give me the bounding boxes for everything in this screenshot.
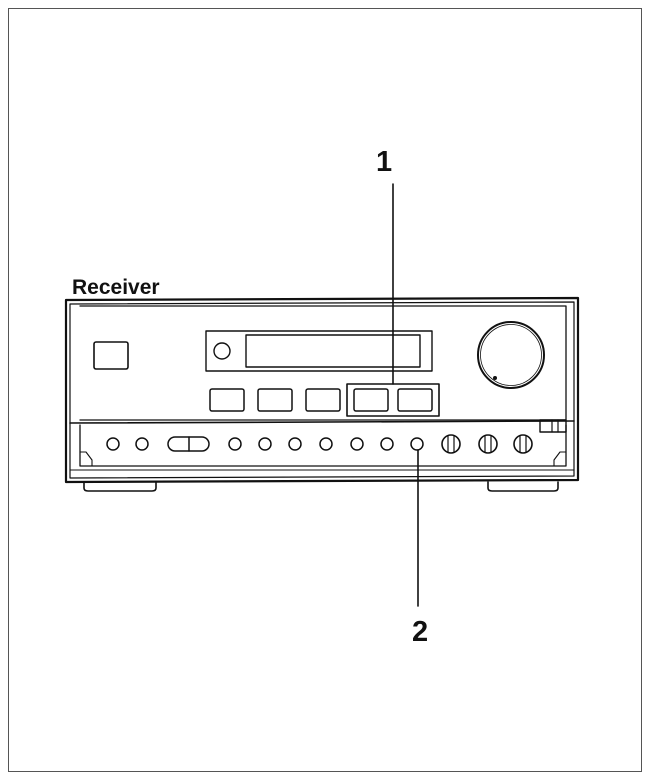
- panel-button-a: [209, 388, 245, 412]
- callout-number-1: 1: [376, 146, 393, 178]
- small-button-1: [106, 437, 120, 451]
- rotary-control-2: [478, 434, 498, 454]
- small-button-2: [135, 437, 149, 451]
- right-hinge: [553, 451, 567, 467]
- display-screen: [245, 334, 421, 368]
- small-button-3: [228, 437, 242, 451]
- right-foot: [487, 481, 559, 492]
- rotary-control-1: [441, 434, 461, 454]
- figure-frame: [8, 8, 642, 772]
- small-button-4: [258, 437, 272, 451]
- left-hinge: [79, 451, 93, 467]
- small-button-7: [350, 437, 364, 451]
- display-panel: [205, 330, 433, 372]
- panel-button-b: [257, 388, 293, 412]
- small-button-6: [319, 437, 333, 451]
- small-button-8: [380, 437, 394, 451]
- panel-button-c: [305, 388, 341, 412]
- receiver-chassis: [64, 296, 580, 484]
- small-button-5: [288, 437, 302, 451]
- left-foot: [83, 481, 157, 492]
- power-button: [93, 341, 129, 370]
- rotary-control-3: [513, 434, 533, 454]
- panel-latch: [539, 419, 567, 433]
- selector-switch: [167, 436, 210, 452]
- volume-knob-indicator-icon: [493, 376, 497, 380]
- display-sensor-icon: [213, 342, 231, 360]
- panel-button-e: [397, 388, 433, 412]
- volume-knob: [477, 321, 545, 389]
- callout-number-2: 2: [412, 616, 429, 648]
- device-title: Receiver: [72, 276, 160, 299]
- small-button-9: [410, 437, 424, 451]
- panel-button-d: [353, 388, 389, 412]
